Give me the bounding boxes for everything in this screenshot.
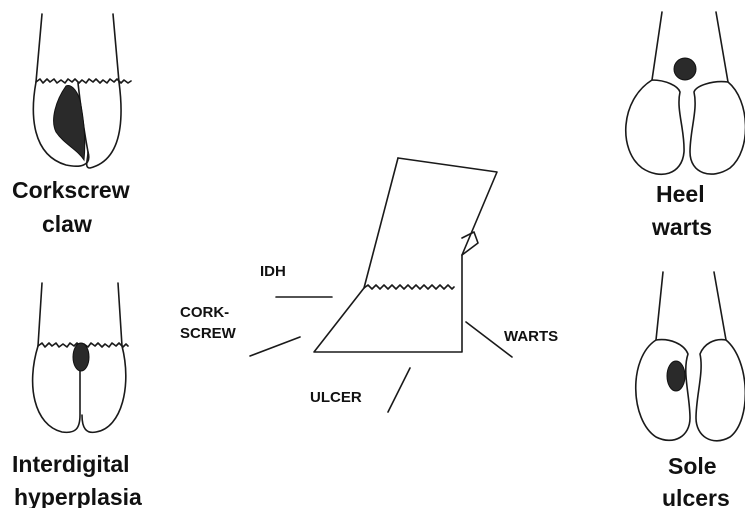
corkscrew-claw-caption: Corkscrew claw: [12, 177, 136, 237]
corkscrew-claw-illustration: [33, 14, 131, 168]
heel-wart-lesion: [674, 58, 696, 80]
ulcer-label: ULCER: [310, 389, 362, 406]
warts-label: WARTS: [504, 328, 558, 345]
corkscrew-pointer: [250, 337, 300, 356]
sole-ulcers-caption: Sole ulcers: [662, 453, 730, 508]
sole-ulcer-lesion: [667, 361, 685, 391]
heel-warts-illustration: [626, 12, 745, 174]
interdigital-lesion: [73, 343, 89, 371]
interdigital-hyperplasia-caption: Interdigital hyperplasia: [12, 451, 142, 508]
hoof-side-view: [314, 158, 497, 352]
ulcer-pointer: [388, 368, 410, 412]
idh-label: IDH: [260, 263, 286, 280]
lesion-pointers: [250, 297, 512, 412]
sole-ulcers-illustration: [636, 272, 745, 441]
heel-warts-caption: Heel warts: [651, 181, 712, 240]
interdigital-hyperplasia-illustration: [33, 283, 128, 432]
corkscrew-label: CORK- SCREW: [180, 304, 237, 342]
